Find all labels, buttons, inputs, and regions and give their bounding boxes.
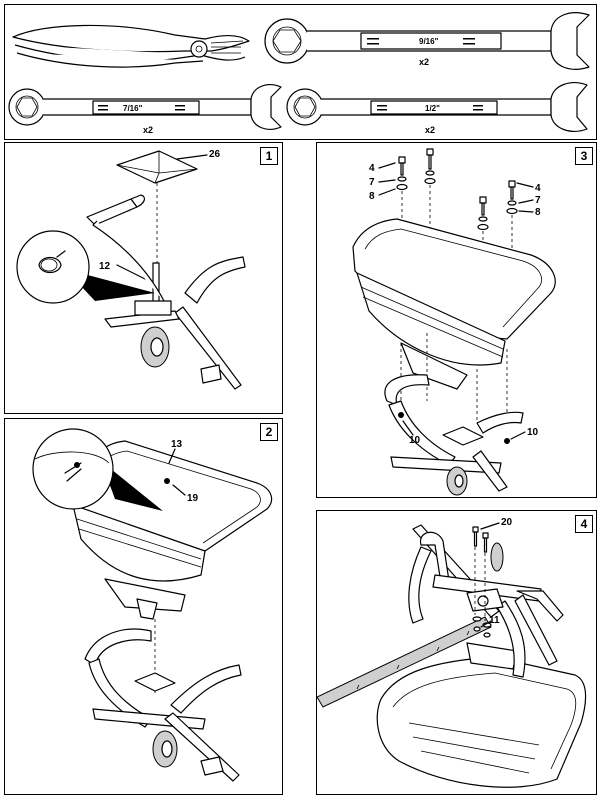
spreader-plate-icon: 26 — [116, 149, 221, 184]
wheel-icon — [446, 466, 468, 496]
wheel-icon — [490, 542, 504, 572]
pliers-icon — [12, 24, 250, 68]
hopper-icon — [352, 218, 556, 390]
callout-4: 4 — [535, 183, 541, 194]
step-2-panel: 13 19 2 — [4, 418, 283, 795]
frame-icon — [86, 194, 246, 390]
hopper-icon — [376, 642, 587, 788]
frame-icon — [84, 628, 242, 782]
frame-icon — [384, 374, 524, 492]
hopper-icon — [70, 440, 273, 620]
wrench-qty-label: x2 — [425, 125, 435, 135]
callout-8: 8 — [535, 207, 541, 218]
wheel-icon — [140, 326, 170, 368]
wrench-icon: 1/2" x2 — [286, 82, 588, 135]
wrench-qty-label: x2 — [143, 125, 153, 135]
step-3-panel: 4 7 8 4 7 8 — [316, 142, 597, 498]
callout-13: 13 — [171, 439, 183, 450]
tools-panel: 9/16" x2 7/16" x2 — [4, 4, 597, 140]
step-3-drawing: 4 7 8 4 7 8 — [352, 148, 556, 496]
wrench-size-label: 7/16" — [123, 104, 143, 113]
callout-26: 26 — [209, 149, 221, 160]
wrench-size-label: 9/16" — [419, 37, 439, 46]
callout-19: 19 — [187, 493, 199, 504]
gearbox-icon — [466, 588, 504, 612]
step-4-drawing: 20 11 — [317, 517, 587, 788]
tow-bar-icon — [317, 616, 492, 708]
step-2-drawing: 13 19 — [32, 428, 273, 782]
bolt-icon — [472, 526, 492, 638]
callout-7: 7 — [535, 195, 541, 206]
callout-11: 11 — [489, 615, 500, 626]
step-number-badge: 1 — [260, 147, 278, 165]
tools-drawing: 9/16" x2 7/16" x2 — [8, 12, 590, 135]
callout-10: 10 — [527, 427, 539, 438]
callout-20: 20 — [501, 517, 513, 528]
wrench-icon: 7/16" x2 — [8, 84, 282, 135]
cotter-pin-icon — [16, 230, 155, 304]
wheel-icon — [152, 730, 178, 768]
callout-8: 8 — [369, 191, 375, 202]
cotter-pin-icon — [32, 428, 114, 510]
wrench-icon: 9/16" x2 — [264, 12, 590, 70]
callout-7: 7 — [369, 177, 375, 188]
step-number-badge: 2 — [260, 423, 278, 441]
step-1-drawing: 26 12 — [16, 149, 246, 390]
step-4-panel: 20 11 4 — [316, 510, 597, 795]
step-1-panel: 26 12 — [4, 142, 283, 414]
wrench-size-label: 1/2" — [425, 104, 440, 113]
bolt-icon — [396, 148, 518, 231]
callout-10: 10 — [409, 435, 421, 446]
callout-12: 12 — [99, 261, 111, 272]
callout-4: 4 — [369, 163, 375, 174]
step-number-badge: 3 — [575, 147, 593, 165]
step-number-badge: 4 — [575, 515, 593, 533]
wrench-qty-label: x2 — [419, 57, 429, 67]
